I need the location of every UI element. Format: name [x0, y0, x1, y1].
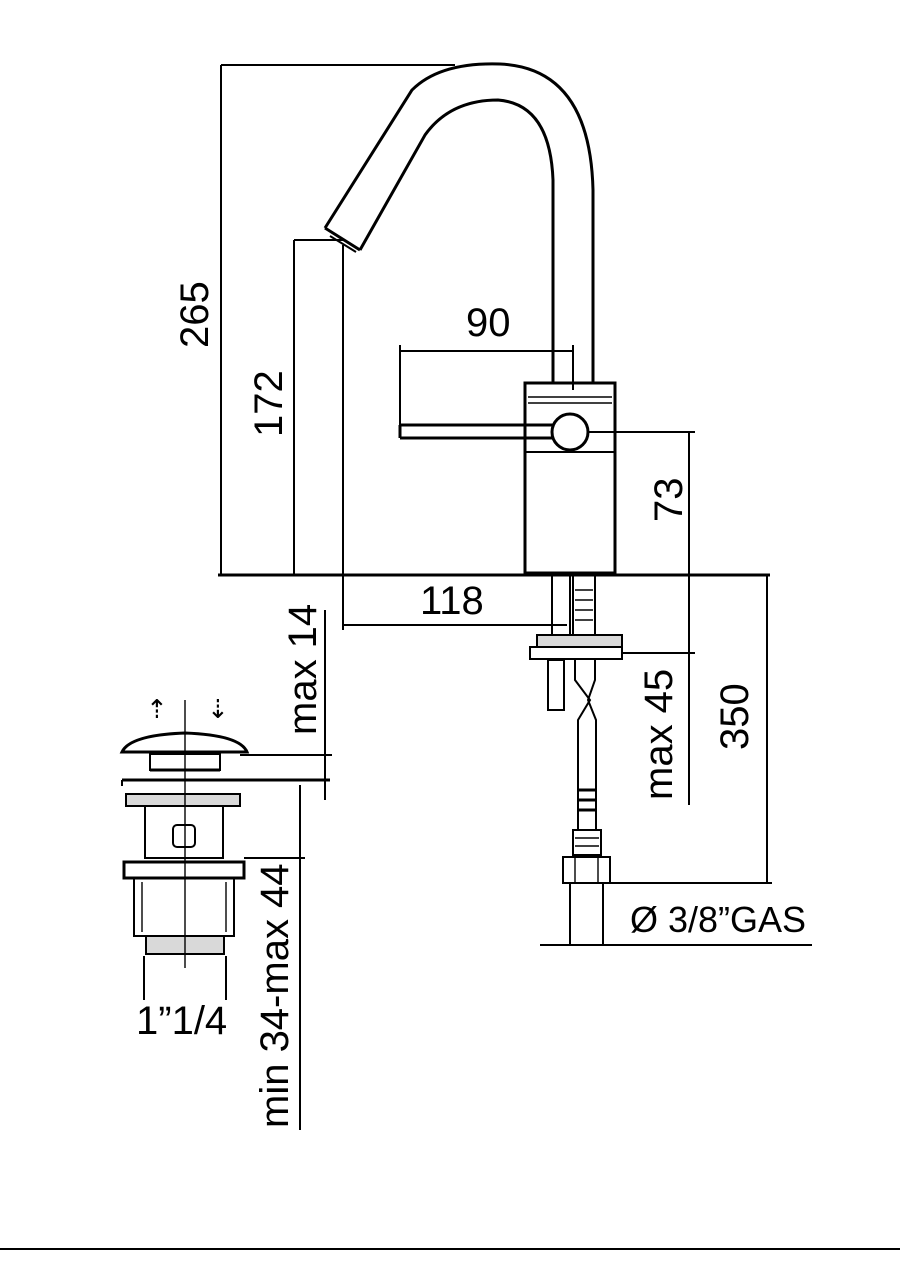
- dim-spout-height: 172: [247, 370, 291, 437]
- dim-lever-height: 73: [647, 478, 691, 523]
- spout-inner: [358, 98, 555, 383]
- faucet: [218, 62, 770, 945]
- dim-max-deck: max 45: [637, 669, 681, 800]
- dim-lever-length: 90: [466, 301, 511, 345]
- dim-waste-size: 1”1/4: [136, 999, 227, 1043]
- waste-slot: [172, 824, 196, 848]
- waste-locknut: [122, 860, 246, 880]
- pop-up-waste: ⇡ ⇣ 1”1/4 max 14 min 34-max 44: [119, 604, 332, 1130]
- fixing-plate: [536, 634, 623, 648]
- lever-handle: [398, 423, 555, 440]
- dim-total-height: 265: [173, 281, 217, 348]
- lever-pivot: [550, 412, 590, 452]
- faucet-dimensions: 265 172 90 73 118 max 45 350 Ø 3/8”GAS: [173, 64, 812, 946]
- dim-waste-range: min 34-max 44: [253, 863, 297, 1128]
- dim-spout-reach: 118: [420, 579, 484, 623]
- arrow-down-icon: ⇣: [207, 695, 229, 725]
- hose-nut: [562, 856, 611, 884]
- dim-max-thickness: max 14: [281, 604, 325, 735]
- spout-outer: [323, 62, 595, 383]
- dim-connection: Ø 3/8”GAS: [630, 899, 806, 940]
- dim-hose-length: 350: [713, 683, 757, 750]
- flex-hose: [574, 660, 597, 830]
- faucet-body: [523, 381, 617, 575]
- arrow-up-icon: ⇡: [146, 695, 168, 725]
